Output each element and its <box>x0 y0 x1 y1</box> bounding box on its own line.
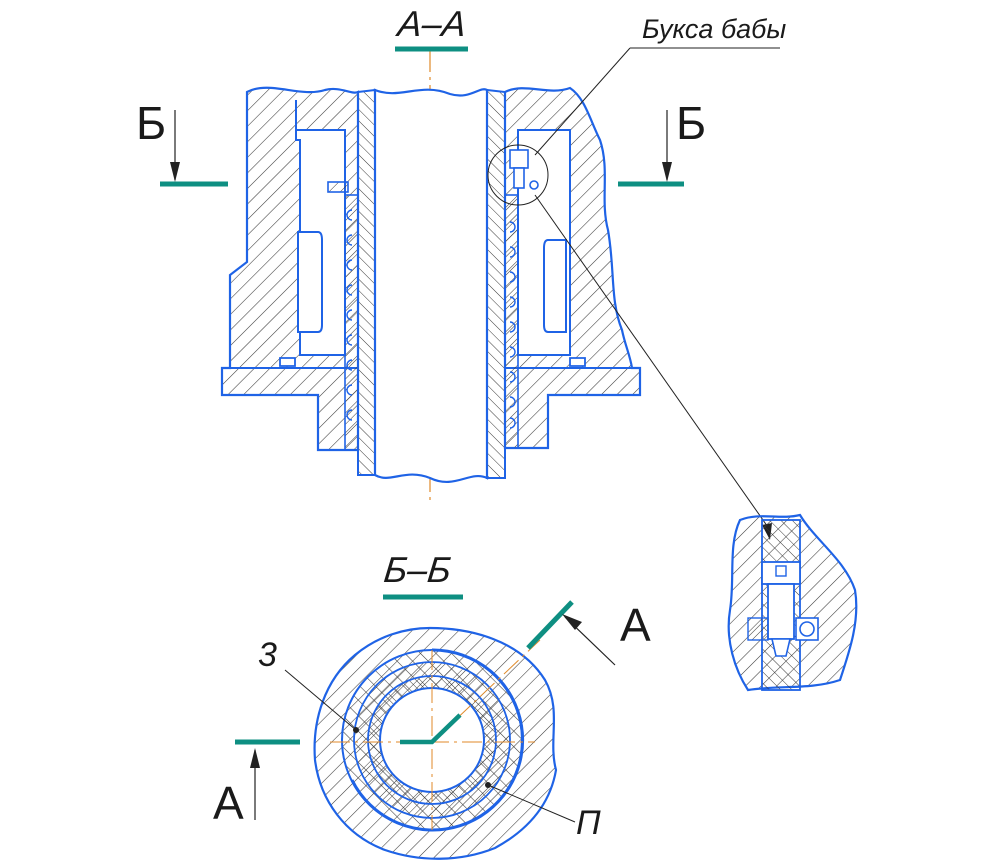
cut-b-right-arrowhead <box>662 162 672 182</box>
detail-screw-shank <box>767 583 795 640</box>
detail-slot <box>775 565 787 577</box>
axis-b-diagonal <box>431 639 541 743</box>
callout-leader <box>534 47 631 156</box>
callout-detail-label: Букса бабы <box>642 14 787 44</box>
section-a-a <box>160 46 780 540</box>
callout-item-3: 3 <box>258 636 277 674</box>
leader-3-dot <box>353 727 359 733</box>
leader-p <box>487 784 576 823</box>
callout-item-p: П <box>576 804 601 842</box>
section-b-b <box>235 594 616 860</box>
section-b-title: Б–Б <box>381 549 454 590</box>
bore <box>373 88 489 484</box>
cut-a-path <box>400 713 462 745</box>
cut-a-bottom-arrowhead <box>250 748 260 768</box>
spiral-groove <box>350 648 525 832</box>
cut-a-top-arrowhead <box>562 614 582 630</box>
cut-b-left-arrowhead <box>170 162 180 182</box>
section-a-title: А–А <box>395 3 469 44</box>
slot-left <box>297 231 323 333</box>
screw-right <box>509 149 539 190</box>
cut-letter-b-right: Б <box>676 97 707 149</box>
detail-tip <box>770 638 792 657</box>
cut-letter-a-bottom: А <box>213 777 244 829</box>
balls-left <box>346 209 353 421</box>
tube-wall-left <box>357 88 376 476</box>
cut-letter-a-top: А <box>620 599 651 651</box>
detail-pin <box>799 621 815 637</box>
seal-left <box>279 357 296 367</box>
seal-right <box>569 357 586 367</box>
leader-p-dot <box>485 782 491 788</box>
sleeve-left <box>344 194 359 451</box>
detail-circle <box>487 144 549 206</box>
balls-right <box>509 221 516 429</box>
cut-a-top-line <box>526 600 574 650</box>
detail-leader <box>534 194 771 531</box>
leader-3 <box>284 669 357 731</box>
pin-left <box>327 181 349 193</box>
slot-right <box>543 239 567 333</box>
detail-view <box>727 513 858 692</box>
tube-wall-right <box>486 88 506 479</box>
detail-thread <box>747 617 769 641</box>
cut-letter-b-left: Б <box>136 97 167 149</box>
